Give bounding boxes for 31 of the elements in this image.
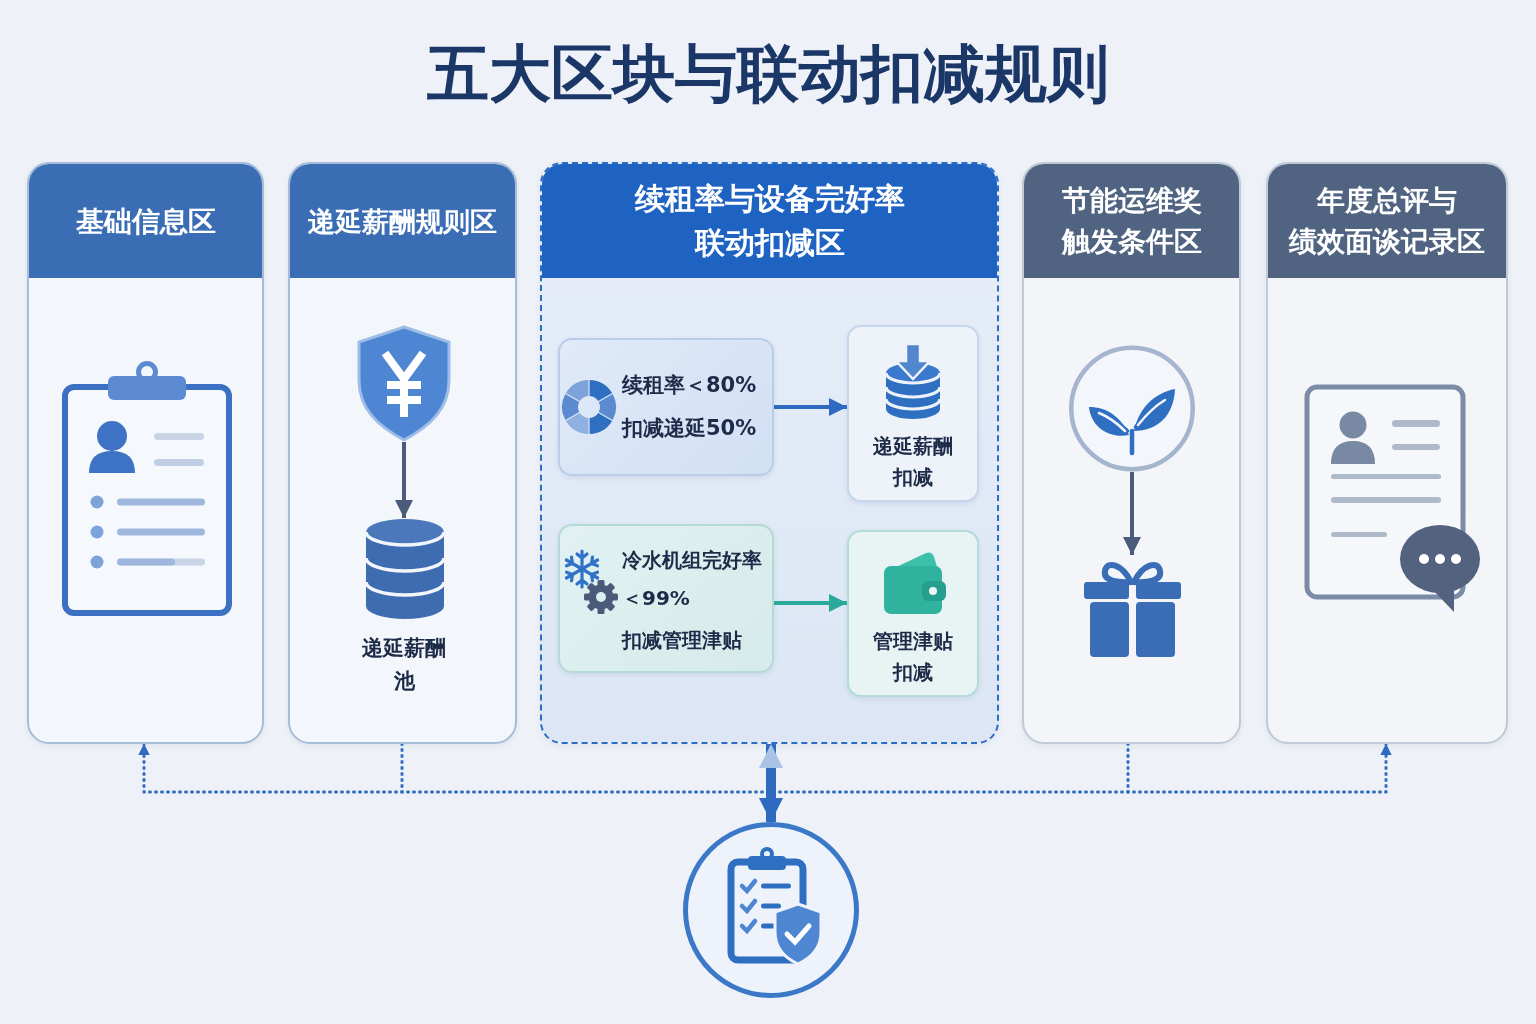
result-label: 管理津贴扣减	[872, 628, 954, 686]
yen-shield-icon	[356, 325, 452, 442]
arrow	[774, 594, 847, 612]
zone-panel	[1022, 162, 1241, 744]
zone-panel	[27, 162, 264, 744]
condition-text: 冷水机组完好率＜99%	[622, 547, 763, 612]
sprout-circle-icon	[1069, 345, 1195, 472]
zone-panel	[1266, 162, 1508, 744]
arrow	[759, 744, 783, 822]
result-card	[847, 325, 979, 502]
condition-card	[558, 524, 774, 673]
condition-card	[558, 338, 774, 476]
arrow	[1123, 472, 1141, 555]
result-card	[847, 530, 979, 697]
zone-panel	[288, 162, 517, 744]
panel-title: 基础信息区	[74, 203, 217, 240]
diagram-title: 五大区块与联动扣减规则	[427, 36, 1109, 112]
arrow	[774, 398, 847, 416]
panel-title: 续租率与设备完好率联动扣减区	[633, 180, 906, 262]
arrow	[395, 442, 413, 518]
condition-text: 扣减管理津贴	[622, 627, 743, 654]
dotted-arrow	[1126, 744, 1392, 794]
pool-label: 递延薪酬池	[361, 635, 447, 695]
clipboard-check-circle-icon	[683, 822, 859, 998]
panel-title: 年度总评与绩效面谈记录区	[1287, 183, 1486, 260]
panel-title: 节能运维奖触发条件区	[1060, 183, 1203, 260]
panel-title: 递延薪酬规则区	[307, 204, 498, 239]
result-label: 递延薪酬扣减	[872, 433, 954, 491]
zone-panel	[540, 162, 999, 744]
condition-text: 续租率＜80%	[622, 372, 758, 399]
condition-text: 扣减递延50%	[622, 415, 758, 442]
